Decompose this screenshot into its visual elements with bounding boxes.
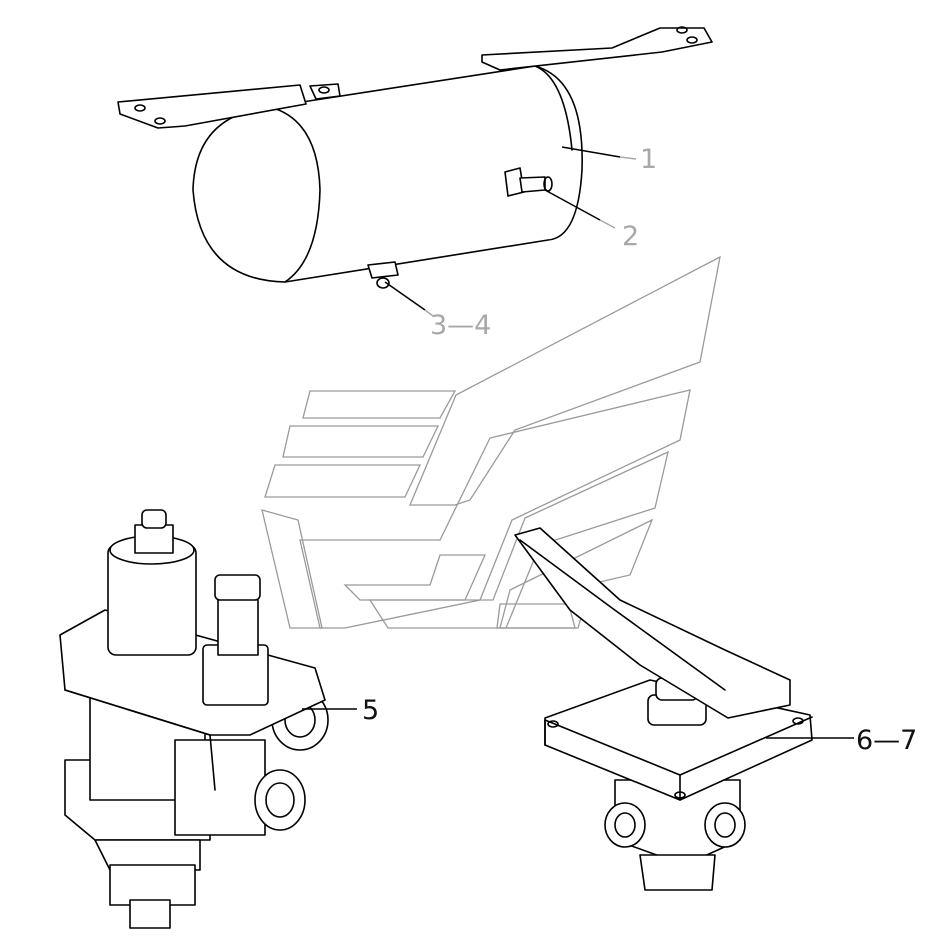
callout-3-4: 3—4 [384,281,491,341]
callout-6-7: 6—7 [766,725,917,756]
side-fitting [504,167,553,197]
drain-plug [367,261,399,289]
valve-assembly [59,509,329,929]
watermark-logo [261,255,721,629]
callout-label-1: 1 [640,144,657,175]
callout-label-2: 2 [622,221,639,252]
callout-label-5: 5 [362,695,379,726]
callout-label-6-7: 6—7 [856,725,917,756]
callout-5: 5 [302,695,379,726]
callout-1: 1 [561,144,657,175]
callout-label-3-4: 3—4 [430,310,491,341]
brake-valve [514,527,813,891]
air-tank [117,26,713,289]
callout-2: 2 [544,189,639,252]
